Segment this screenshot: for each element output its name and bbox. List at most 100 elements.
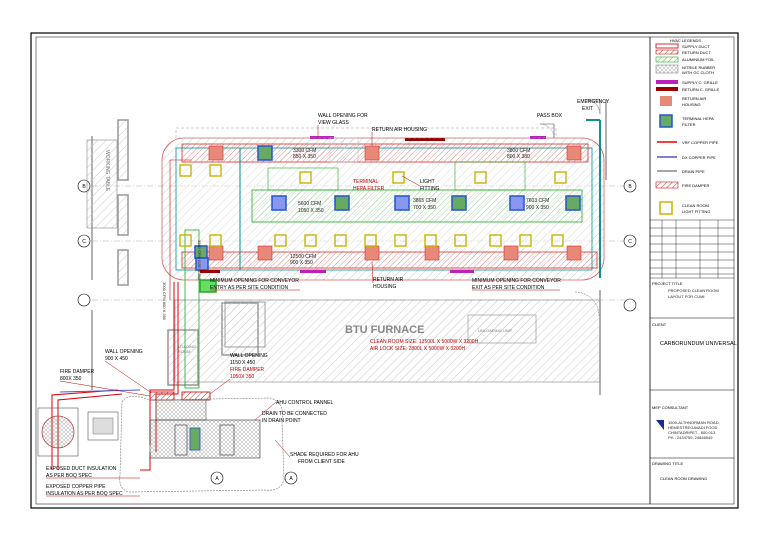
legend-label: ALUMINIUM FOIL (682, 57, 715, 62)
fire-damper-right: 1050X 350 (230, 374, 254, 380)
light-fitting-label: LIGHT (420, 179, 435, 185)
ahu-control-panel: AHU CONTROL PANNEL (276, 400, 333, 406)
legend-label: DRAIN PIPE (682, 169, 705, 174)
cfm-vertical: 3250 CFM 1150 X 350 (197, 240, 202, 281)
light-fitting (392, 171, 405, 184)
grid-bubble (210, 471, 224, 485)
legend-label: SUPPLY DUCT (682, 44, 710, 49)
return-air-housing (257, 245, 273, 261)
hepa-filter (334, 195, 350, 211)
light-fitting (179, 164, 192, 177)
emergency-exit-label: EXIT (582, 106, 593, 112)
consultant-label: MEP CONSULTANT (652, 405, 689, 410)
ahu-duct (155, 399, 207, 421)
legend-label: FIRE DAMPER (682, 183, 709, 188)
wall-opening-view-glass: WALL OPENING FOR (318, 113, 368, 119)
pass-box (539, 119, 601, 278)
drain-connect: DRAIN TO BE CONNECTED (262, 411, 327, 417)
grid-bubble-label: A (289, 476, 293, 482)
furnace-title: BTU FURNACE (345, 324, 424, 336)
consultant-address: CHINTADRIPET - 600 013 (668, 430, 716, 435)
grid-bubble-label: C (628, 239, 632, 245)
cfm-label: 3800 CFM (507, 148, 530, 154)
legend-label: VRF COPPER PIPE (682, 140, 719, 145)
client-value: CARBORUNDUM UNIVERSAL (660, 341, 737, 347)
cfm-label: 1050 X 350 (298, 208, 324, 214)
consultant-address: PH : 2434759, 24846949 (668, 435, 713, 440)
pass-box-label: PASS BOX (537, 113, 563, 119)
grid-bubble-label: C (82, 239, 86, 245)
light-fitting (454, 234, 467, 247)
cfm-label: 700 X 350 (413, 205, 436, 211)
cfm-vertical: 3000 CFM 600 X 350 (162, 282, 167, 321)
legend-label: SUPPLY C. GRILLE (682, 80, 718, 85)
exposed-copper-label: EXPOSED COPPER PIPE (46, 484, 106, 490)
light-fitting (394, 234, 407, 247)
return-air-housing-swatch (660, 96, 672, 106)
sheet-inner-border (35, 36, 735, 505)
cfm-label: 12500 CFM (290, 254, 316, 260)
return-grille (405, 138, 445, 141)
top-wall-piece (329, 137, 359, 163)
foil-duct-middle (251, 189, 583, 223)
drain-connect: IN DRAIN POINT (262, 418, 301, 424)
working-table (86, 139, 118, 229)
light-fitting (209, 234, 222, 247)
return-grille-swatch (656, 87, 678, 91)
light-fitting (334, 234, 347, 247)
outdoor-unit (37, 407, 79, 457)
hepa-filter (271, 195, 287, 211)
supply-grille (530, 136, 546, 139)
annotations: WALL OPENING FOR VIEW GLASS RETURN AIR H… (46, 99, 610, 497)
consultant-logo (656, 420, 664, 430)
light-fitting-swatch (659, 201, 673, 215)
supply-duct-vertical (184, 229, 200, 389)
legend-label: WITH GC CLOTH (682, 70, 714, 75)
wall-opening-view-glass: VIEW GLASS (318, 120, 350, 126)
supply-duct-top (181, 143, 589, 163)
return-air-housing (364, 145, 380, 161)
ahu-coil (189, 427, 201, 451)
emergency-exit-door (574, 99, 601, 317)
grid-bubble-label: B (628, 184, 632, 190)
supply-grille (450, 270, 474, 273)
grid-bubble-label: A (215, 476, 219, 482)
aluminium-foil-swatch (655, 56, 679, 63)
exposed-duct-label: EXPOSED DUCT INSULATION (46, 466, 117, 472)
dashed-room-outline (175, 127, 557, 139)
light-fitting (364, 234, 377, 247)
consultant-address: 1509-ALTHNORMAN ROAD, (668, 420, 720, 425)
grid-bubble (623, 234, 637, 248)
supply-grille (310, 136, 334, 139)
legend-label: LIGHT FITTING (682, 209, 710, 214)
hepa-filters (194, 145, 581, 293)
ahu-section (174, 424, 188, 456)
light-fitting (489, 234, 502, 247)
grilles (200, 136, 546, 273)
light-fitting (474, 171, 487, 184)
project-label: PROJECT TITLE (652, 281, 683, 286)
air-lock-size: AIR LOCK SIZE: 2800L X 5000W X 3200H (370, 346, 466, 352)
outdoor-unit-2-core (92, 417, 114, 435)
light-fitting (304, 234, 317, 247)
legend-label: RETURN DUCT (682, 50, 711, 55)
unloading-unit-label: UNLOADING UNIT (478, 328, 513, 333)
nitrile-rubber-swatch (655, 64, 679, 74)
min-opening-entry: ENTRY AS PER SITE CONDITION (210, 285, 289, 291)
hepa-filter (451, 195, 467, 211)
min-opening-entry: MINIMUM OPENING FOR CONVEYOR (210, 278, 299, 284)
foil-duct-link (267, 167, 339, 191)
grid-bubble-label: B (82, 184, 86, 190)
light-fitting (179, 234, 192, 247)
cfm-label: 900 X 350 (290, 260, 313, 266)
terminal-hepa-label: HEPA FILTER (353, 186, 385, 192)
wall-opening-right: 1150 X 450 (230, 360, 255, 366)
cfm-label: 3300 CFM (293, 148, 316, 154)
loading-room-label: LOADING (178, 344, 196, 349)
cfm-label: 900 X 350 (526, 205, 549, 211)
legend-label: FILTER (682, 122, 696, 127)
title-block: HVAC LEGENDS SUPPLY DUCT RETURN DUCT ALU… (649, 37, 737, 504)
legend-label: RETURN C. GRILLE (682, 87, 719, 92)
loading-room-label: ROOM (178, 349, 190, 354)
